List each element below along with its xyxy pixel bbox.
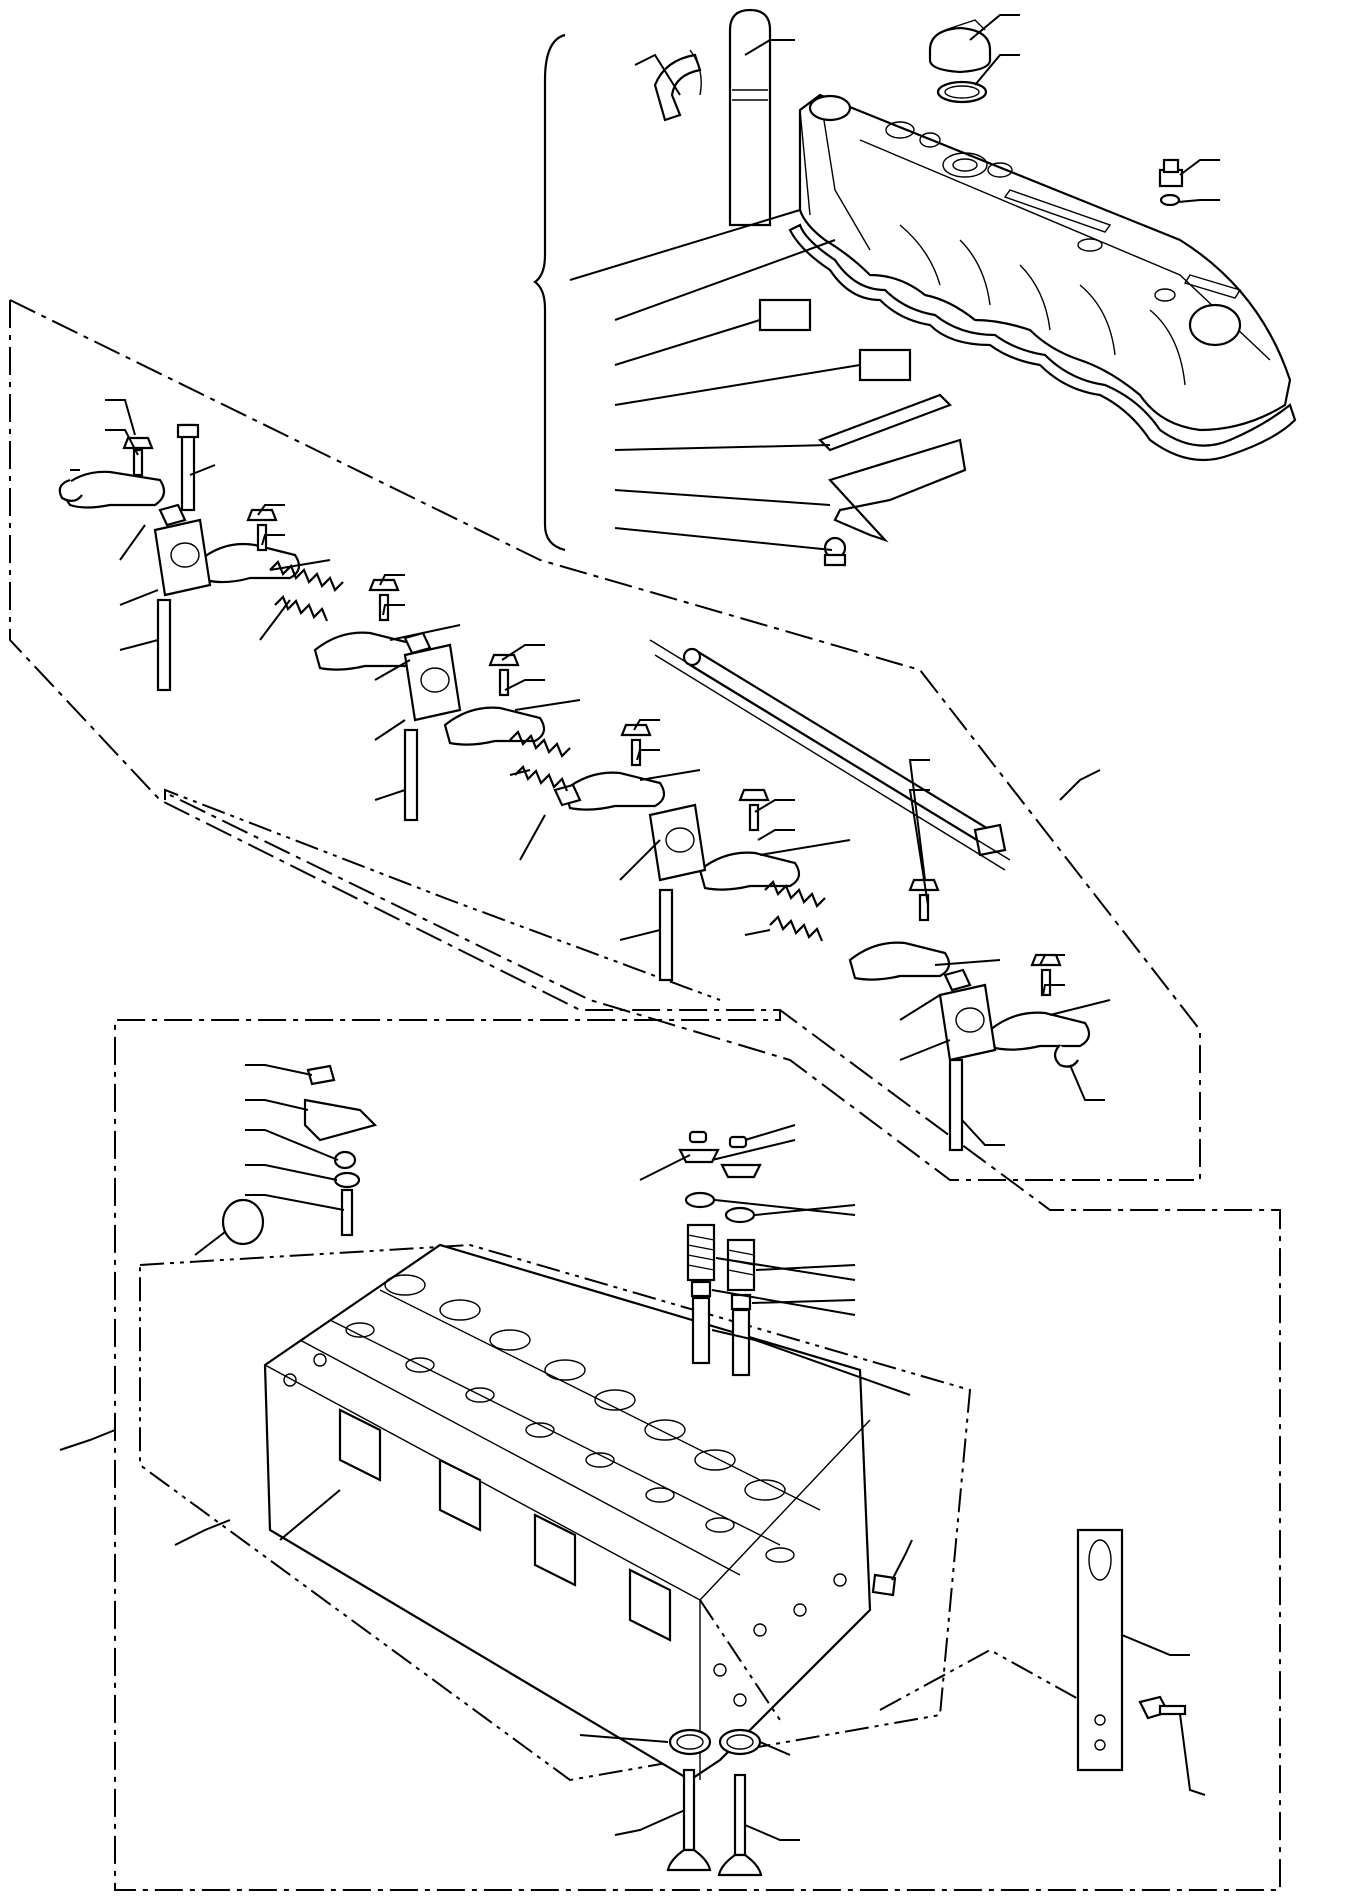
valve-spring xyxy=(686,1223,756,1292)
adjusting-screw xyxy=(132,448,1052,997)
stud-bolt xyxy=(156,423,964,1152)
valve-guide xyxy=(691,1296,751,1377)
exhaust-valve xyxy=(717,1773,763,1877)
valve-cover xyxy=(788,93,1297,462)
rocker-spring xyxy=(269,560,826,942)
intake-valve xyxy=(666,1768,712,1872)
spring-retainer xyxy=(684,1191,756,1224)
breather-hose xyxy=(653,8,772,227)
hook-bolt xyxy=(1138,1695,1187,1720)
rocker-bracket xyxy=(153,503,997,1062)
valve-cotter xyxy=(678,1130,762,1179)
lifting-hook xyxy=(1076,1528,1124,1772)
cover-gasket xyxy=(758,298,967,567)
rocker-shaft xyxy=(649,639,1011,871)
rocker-arm xyxy=(58,470,1091,1051)
cylinder-head xyxy=(263,1243,872,1782)
valve-seat xyxy=(668,1728,762,1756)
lock-nut xyxy=(122,436,1062,967)
cap-o-ring xyxy=(936,80,988,104)
cover-washer xyxy=(1159,193,1181,207)
assembly-boundaries xyxy=(9,33,1281,1891)
snap-ring xyxy=(58,478,1079,1068)
head-plug xyxy=(221,1198,265,1246)
nozzle-clamp xyxy=(303,1064,378,1237)
head-side-bolt xyxy=(871,1573,897,1597)
cover-bolt xyxy=(1158,158,1184,188)
oil-filler-cap xyxy=(928,19,992,74)
leader-lines xyxy=(59,14,1220,1841)
